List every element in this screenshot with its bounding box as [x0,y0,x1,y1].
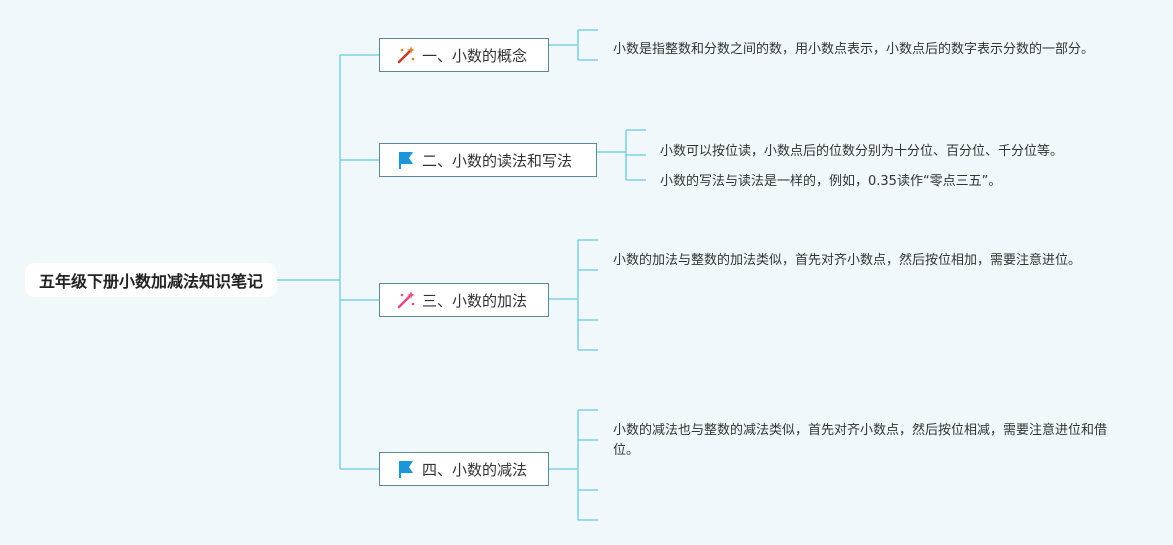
branch-node-concept[interactable]: 一、小数的概念 [379,38,549,72]
branch-node-addition[interactable]: 三、小数的加法 [379,283,549,317]
root-label: 五年级下册小数加减法知识笔记 [38,272,263,291]
flag-icon [396,150,416,170]
leaf-text-concept: 小数是指整数和分数之间的数，用小数点表示，小数点后的数字表示分数的一部分。 [613,42,1095,57]
leaf-text-addition: 小数的加法与整数的加法类似，首先对齐小数点，然后按位相加，需要注意进位。 [613,253,1082,268]
leaf-text-subtraction: 小数的减法也与整数的减法类似，首先对齐小数点，然后按位相减，需要注意进位和借位。 [613,423,1108,458]
flag-icon [396,459,416,479]
sparkle-wand-icon [396,290,416,310]
branch-label: 一、小数的概念 [422,46,528,65]
branch-label: 三、小数的加法 [422,291,528,310]
magic-wand-icon [396,45,416,65]
branch-node-reading-writing[interactable]: 二、小数的读法和写法 [379,143,597,177]
branch-node-subtraction[interactable]: 四、小数的减法 [379,452,549,486]
branch-label: 四、小数的减法 [422,460,528,479]
leaf-text-writing: 小数的写法与读法是一样的，例如，0.35读作“零点三五”。 [660,174,1002,189]
leaf-text-reading: 小数可以按位读，小数点后的位数分别为十分位、百分位、千分位等。 [660,144,1064,159]
branch-label: 二、小数的读法和写法 [422,151,573,170]
root-node[interactable]: 五年级下册小数加减法知识笔记 [25,263,277,297]
